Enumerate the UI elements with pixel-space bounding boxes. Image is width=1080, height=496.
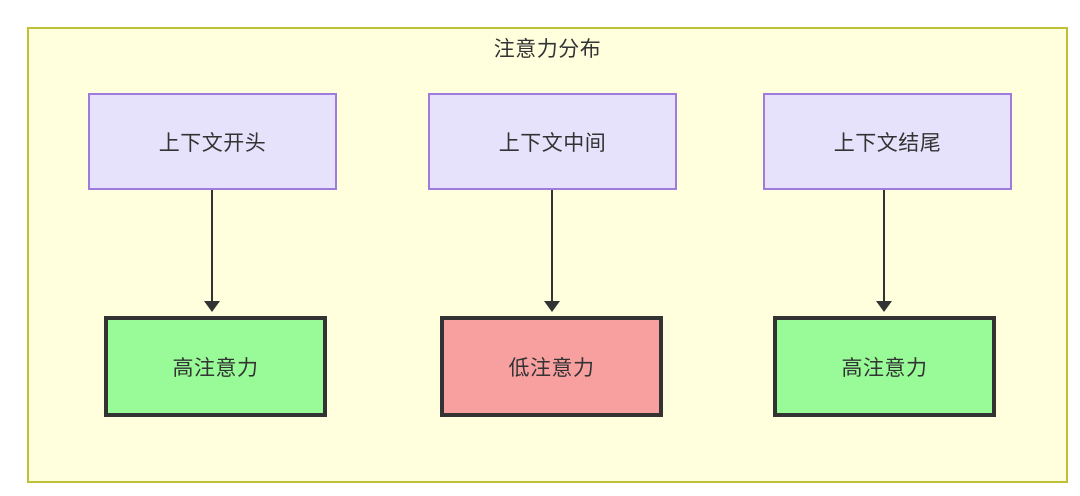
node-context-end-label: 上下文结尾 [833, 131, 942, 155]
node-low-attention-middle[interactable]: 低注意力 [440, 316, 663, 417]
edge-line [551, 190, 553, 305]
node-context-start-label: 上下文开头 [158, 131, 267, 155]
node-high-attention-end-label: 高注意力 [841, 356, 928, 380]
node-high-attention-end[interactable]: 高注意力 [773, 316, 996, 417]
arrowhead-icon [204, 301, 220, 312]
node-context-middle-label: 上下文中间 [498, 131, 607, 155]
node-context-end[interactable]: 上下文结尾 [763, 93, 1012, 190]
node-low-attention-middle-label: 低注意力 [508, 356, 595, 380]
subgraph-title: 注意力分布 [493, 38, 602, 61]
node-context-start[interactable]: 上下文开头 [88, 93, 337, 190]
arrowhead-icon [544, 301, 560, 312]
edge-line [883, 190, 885, 305]
edge-line [211, 190, 213, 305]
node-high-attention-start-label: 高注意力 [172, 356, 259, 380]
node-context-middle[interactable]: 上下文中间 [428, 93, 677, 190]
node-high-attention-start[interactable]: 高注意力 [104, 316, 327, 417]
arrowhead-icon [876, 301, 892, 312]
